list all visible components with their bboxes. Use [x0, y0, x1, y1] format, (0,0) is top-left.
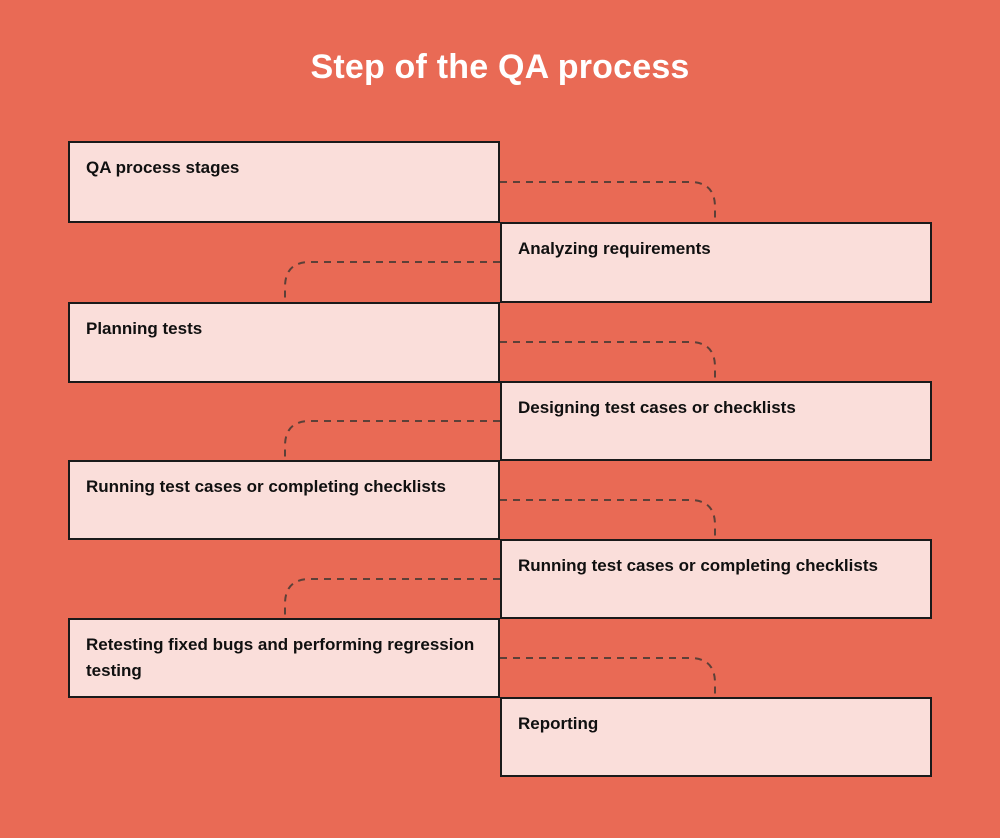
- page-title: Step of the QA process: [310, 48, 690, 86]
- stage-label: Analyzing requirements: [518, 239, 711, 258]
- stage-label: Planning tests: [86, 319, 203, 338]
- stage-box[interactable]: Running test cases or completing checkli…: [500, 539, 932, 619]
- connector-arrow: [284, 420, 500, 461]
- stage-box[interactable]: Analyzing requirements: [500, 222, 932, 303]
- connector-arrow: [500, 657, 716, 698]
- connector-arrow: [284, 578, 500, 619]
- stage-box[interactable]: Retesting fixed bugs and performing regr…: [68, 618, 500, 698]
- stage-label: Designing test cases or checklists: [518, 398, 796, 417]
- stage-label: Running test cases or completing checkli…: [86, 477, 446, 496]
- stage-label: Running test cases or completing checkli…: [518, 556, 878, 575]
- stage-box[interactable]: Reporting: [500, 697, 932, 777]
- stage-label: Retesting fixed bugs and performing regr…: [86, 635, 475, 680]
- stage-box[interactable]: QA process stages: [68, 141, 500, 223]
- stage-box[interactable]: Planning tests: [68, 302, 500, 383]
- connector-arrow: [284, 261, 500, 303]
- stage-box[interactable]: Designing test cases or checklists: [500, 381, 932, 461]
- connector-arrow: [500, 499, 716, 540]
- connector-arrow: [500, 181, 716, 223]
- stage-label: QA process stages: [86, 158, 240, 177]
- connector-arrow: [500, 341, 716, 382]
- stage-label: Reporting: [518, 714, 599, 733]
- stage-box[interactable]: Running test cases or completing checkli…: [68, 460, 500, 540]
